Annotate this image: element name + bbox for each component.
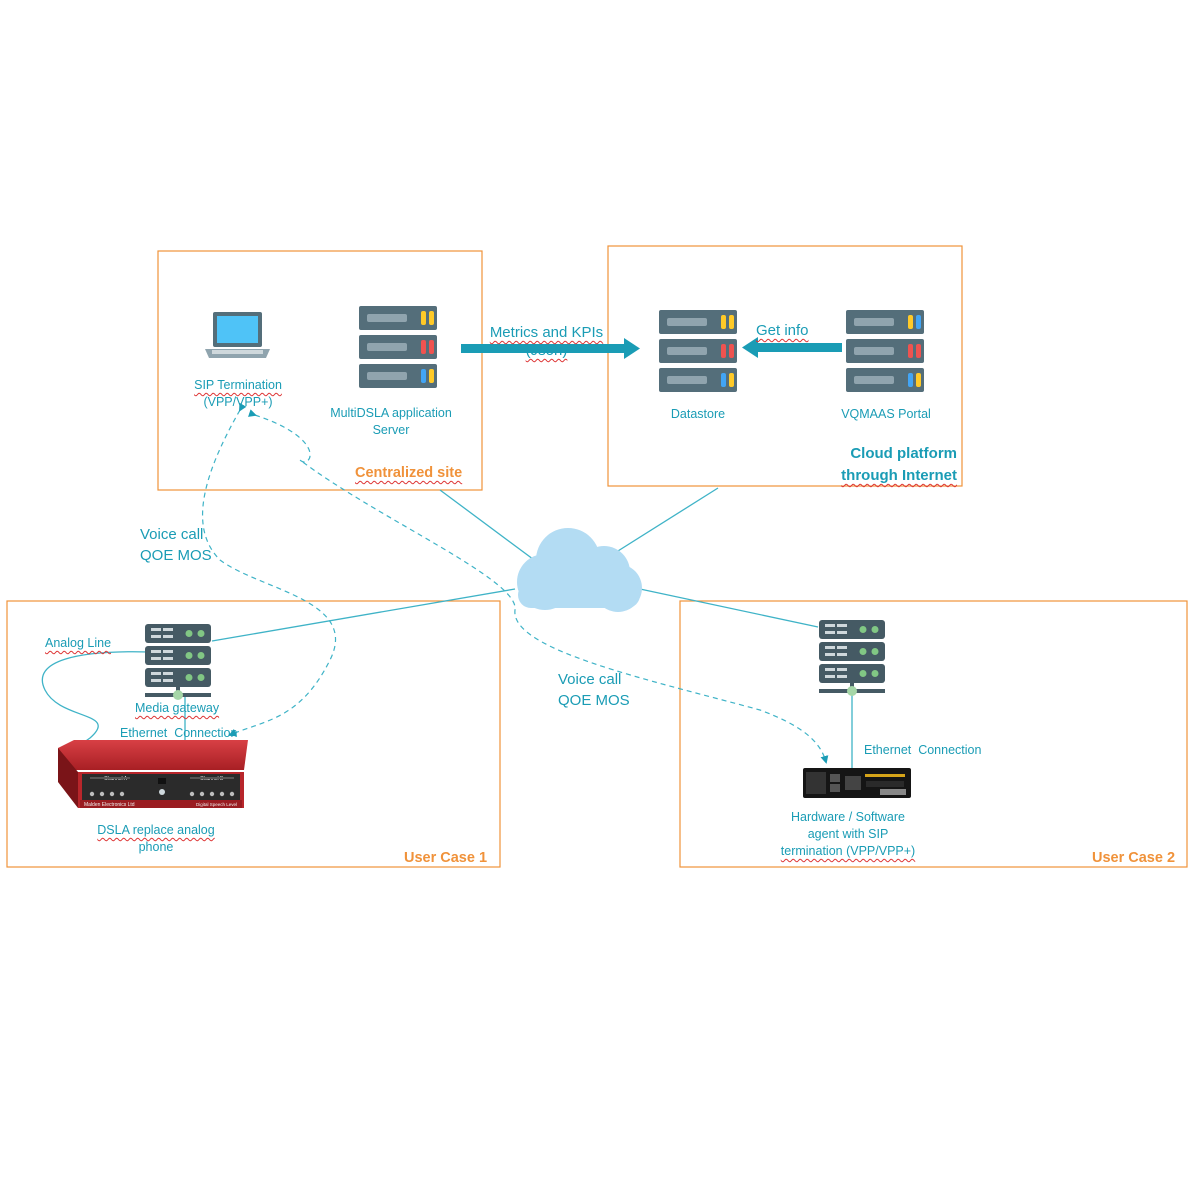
metrics-arrow bbox=[461, 338, 640, 359]
get-info-label: Get info bbox=[756, 322, 809, 339]
datastore-server-icon bbox=[659, 310, 737, 392]
voice-call-2-line1: Voice call bbox=[558, 671, 622, 688]
user-case-2-title: User Case 2 bbox=[1092, 850, 1176, 866]
vqmaas-portal-server-icon bbox=[846, 310, 924, 392]
metrics-kpis-label: Metrics and KPIs (Json) bbox=[474, 324, 619, 360]
dsla-line1: DSLA replace analog bbox=[97, 823, 215, 837]
user-case-1-title: User Case 1 bbox=[404, 850, 488, 866]
media-gateway-icon bbox=[145, 624, 211, 700]
hw-agent-line2: agent with SIP bbox=[807, 827, 889, 841]
link-cloud-user2 bbox=[639, 588, 819, 628]
analog-line-label: Analog Line bbox=[45, 636, 112, 650]
dsla-line2: phone bbox=[138, 840, 174, 854]
cloud-platform-title: Cloud platform through Internet bbox=[800, 443, 957, 487]
link-centralized-cloud bbox=[439, 489, 546, 569]
user2-gateway-icon bbox=[819, 620, 885, 696]
hw-agent-line1: Hardware / Software bbox=[791, 810, 905, 824]
datastore-label: Datastore bbox=[670, 407, 726, 421]
dsla-brand-text: Malden Electronics Ltd bbox=[84, 802, 135, 808]
multidsla-server-label: MultiDSLA application Server bbox=[316, 405, 466, 439]
vqmaas-portal-label: VQMAAS Portal bbox=[841, 407, 931, 421]
network-links bbox=[184, 487, 853, 768]
link-cloudplatform-cloud bbox=[609, 487, 719, 557]
hw-agent-label: Hardware / Software agent with SIP termi… bbox=[768, 809, 928, 860]
dsla-device-icon: Channel A Channel B Malden Electronics L… bbox=[58, 740, 248, 808]
ethernet-connection-2-label: Ethernet Connection bbox=[864, 743, 982, 757]
metrics-kpis-line1: Metrics and KPIs bbox=[489, 324, 604, 341]
voice-call-2-line2: QOE MOS bbox=[558, 692, 630, 709]
voice-call-1-label: Voice call QOE MOS bbox=[140, 524, 212, 566]
sip-termination-line2: (VPP/VPP+) bbox=[203, 395, 273, 409]
hw-agent-line3: termination (VPP/VPP+) bbox=[780, 844, 916, 858]
voice-call-path-1 bbox=[202, 402, 337, 737]
multidsla-server-line1: MultiDSLA application bbox=[330, 406, 452, 420]
dsla-label: DSLA replace analog phone bbox=[81, 822, 231, 856]
voice-call-2-label: Voice call QOE MOS bbox=[558, 669, 630, 711]
voice-call-1-line2: QOE MOS bbox=[140, 547, 212, 564]
laptop-icon bbox=[205, 312, 270, 358]
dsla-product-text: Digital Speech Level bbox=[196, 802, 237, 807]
internet-cloud-icon bbox=[517, 528, 642, 612]
ethernet-connection-1-label: Ethernet Connection bbox=[120, 726, 238, 740]
metrics-kpis-line2: (Json) bbox=[525, 342, 568, 359]
voice-call-path-2 bbox=[248, 409, 829, 764]
sip-termination-line1: SIP Termination bbox=[194, 378, 282, 392]
multidsla-server-line2: Server bbox=[372, 423, 410, 437]
voice-call-1-line1: Voice call bbox=[140, 526, 204, 543]
centralized-site-title: Centralized site bbox=[355, 465, 463, 481]
sip-termination-label: SIP Termination (VPP/VPP+) bbox=[178, 377, 298, 411]
cloud-platform-title-line1: Cloud platform bbox=[850, 445, 957, 462]
media-gateway-label: Media gateway bbox=[135, 701, 220, 715]
link-cloud-user1 bbox=[211, 588, 516, 642]
multidsla-server-icon bbox=[359, 306, 437, 388]
user-case-2-box bbox=[679, 600, 1188, 868]
hardware-agent-device-icon bbox=[803, 768, 911, 798]
get-info-arrow bbox=[742, 337, 842, 358]
cloud-platform-title-line2: through Internet bbox=[841, 467, 957, 484]
